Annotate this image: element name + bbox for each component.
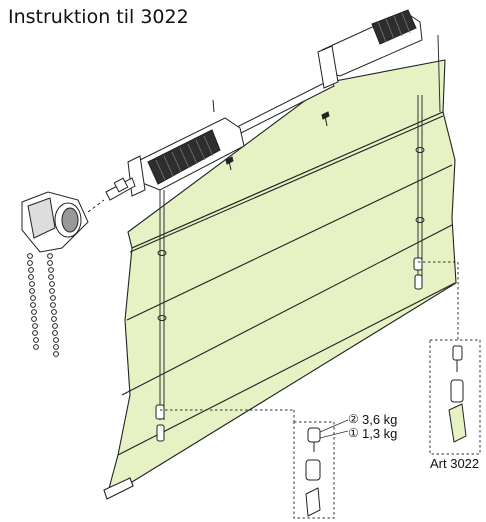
weight-circle-1: ① [348,426,359,440]
shaft-dash [87,199,105,213]
headrail-mechanism [105,9,423,201]
detail-box-weight [293,421,335,519]
cord-rings [157,147,425,321]
mount-screw-left [225,156,234,165]
blind-fabric [103,59,457,500]
bottom-bar [103,477,134,500]
bead-chain-right [47,253,59,357]
page-title: Instruktion til 3022 [8,6,189,28]
chain-drive [21,191,105,357]
detail-box-art [429,339,481,455]
fold-line-2 [126,164,453,321]
fold-line-1 [129,115,444,253]
weight-detail-parts [305,427,321,517]
fold-line-3 [121,224,453,396]
art-detail-parts [448,345,467,443]
right-bracket [317,45,339,89]
weight-heavy-label: 3,6 kg [362,412,397,427]
article-label: Art 3022 [430,456,479,471]
weight-light-label: 1,3 kg [362,426,397,441]
bead-chain-left [27,253,39,350]
cord-hooks [155,257,423,442]
weight-leaders [319,419,349,439]
fold-line-4 [117,282,456,456]
callout-leader-art [418,261,459,340]
lift-cords [159,34,441,420]
mount-screw-right [321,111,330,120]
fabric-panel-top [127,59,446,249]
weight-circle-2: ② [348,412,359,426]
detail-callouts [160,261,481,519]
